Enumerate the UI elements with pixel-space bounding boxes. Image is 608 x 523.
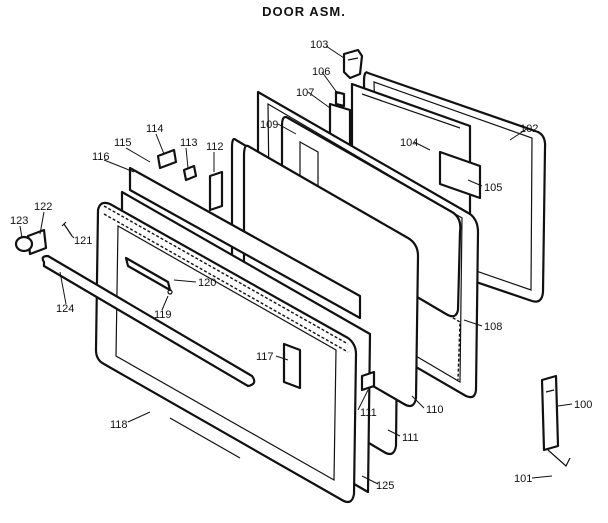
bracket-112 <box>208 170 224 212</box>
trim-panel-116 <box>128 166 362 320</box>
label-103: 103 <box>310 39 328 51</box>
clip-106 <box>334 90 346 108</box>
label-105: 105 <box>484 182 502 194</box>
leader-lines <box>19 45 573 485</box>
label-110: 110 <box>426 404 444 416</box>
label-123: 123 <box>10 215 28 227</box>
label-122: 122 <box>34 201 52 213</box>
label-100: 100 <box>574 399 592 411</box>
plate-117 <box>282 342 302 390</box>
hinge-part-114 <box>156 148 178 170</box>
label-115: 115 <box>114 137 132 149</box>
screw-119 <box>167 289 173 295</box>
label-101: 101 <box>514 473 532 485</box>
label-112: 112 <box>206 141 224 153</box>
label-113: 113 <box>180 137 198 149</box>
hinge-clip-103 <box>342 48 364 80</box>
panel-110 <box>242 144 420 408</box>
label-109: 109 <box>260 119 278 131</box>
label-121: 121 <box>74 235 92 247</box>
label-104: 104 <box>400 137 418 149</box>
clip-113 <box>182 164 198 182</box>
label-114: 114 <box>146 123 164 135</box>
plate-105 <box>438 150 482 200</box>
label-108: 108 <box>484 321 502 333</box>
part-labels: 103 106 107 109 102 104 105 108 110 111 … <box>10 39 592 492</box>
handle-bar-124 <box>41 254 256 388</box>
label-124: 124 <box>56 303 74 315</box>
label-111-left: 111 <box>360 407 377 419</box>
label-111-right: 111 <box>402 432 419 444</box>
label-116: 116 <box>92 151 110 163</box>
end-cap-123 <box>14 235 34 253</box>
diagram-title: DOOR ASM. <box>262 4 346 19</box>
label-106: 106 <box>312 66 330 78</box>
label-102: 102 <box>520 123 538 135</box>
label-125: 125 <box>376 480 394 492</box>
hinge-100 <box>540 374 571 467</box>
label-120: 120 <box>198 277 216 289</box>
label-117: 117 <box>256 351 274 363</box>
label-119: 119 <box>154 309 172 321</box>
label-107: 107 <box>296 87 314 99</box>
label-118: 118 <box>110 419 128 431</box>
screw-121 <box>61 221 73 237</box>
bracket-111 <box>360 370 376 392</box>
